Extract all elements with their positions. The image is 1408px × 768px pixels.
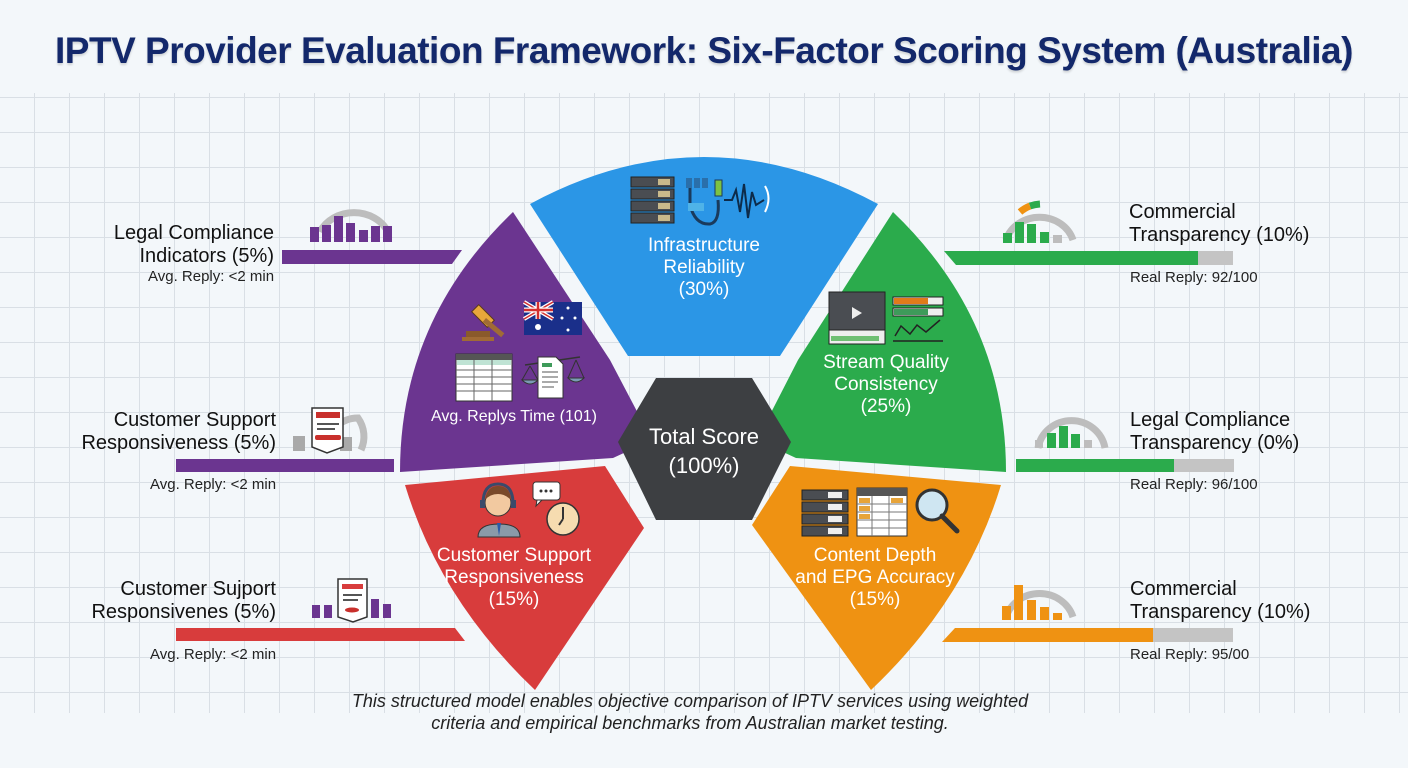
scales-document-icon xyxy=(520,356,586,399)
left-item-2-label: Customer Support Responsiveness (5%) xyxy=(81,409,276,454)
segment-stream-label: Stream Quality Consistency (25%) xyxy=(823,352,949,417)
right-item-2-label: Legal Compliance Transparency (0%) xyxy=(1130,409,1300,454)
australia-flag-icon xyxy=(522,300,582,335)
gauge-chart-icon xyxy=(310,209,392,242)
segment-legal xyxy=(400,212,652,472)
total-score-label: Total Score (100%) xyxy=(648,424,760,478)
progress-bars-icon xyxy=(892,296,944,317)
left-item-1-label: Legal Compliance Indicators (5%) xyxy=(113,222,274,267)
server-stack-icon xyxy=(801,489,849,537)
right-item-1-label: Commercial Transparency (10%) xyxy=(1129,201,1310,246)
center-hexagon xyxy=(618,378,791,520)
right-bar-2 xyxy=(1016,459,1234,472)
segment-infrastructure xyxy=(530,157,878,356)
right-bar-1 xyxy=(944,251,1233,265)
video-player-icon xyxy=(828,291,886,345)
footer-caption: This structured model enables objective … xyxy=(351,691,1029,733)
cables-icon xyxy=(686,178,723,226)
signal-wave-icon xyxy=(724,183,770,219)
left-item-1-stat: Avg. Reply: <2 min xyxy=(148,268,275,285)
epg-grid-icon xyxy=(856,487,908,537)
left-item-2-stat: Avg. Reply: <2 min xyxy=(150,476,277,493)
clock-icon xyxy=(546,502,580,536)
gavel-icon xyxy=(462,303,505,341)
segment-legal-label: Avg. Replys Time (101) xyxy=(431,408,597,425)
left-bar-2 xyxy=(176,459,394,472)
chat-bubble-icon xyxy=(532,481,561,508)
left-item-3-stat: Avg. Reply: <2 min xyxy=(150,646,277,663)
gauge-chart-icon xyxy=(1002,585,1077,620)
right-item-1-stat: Real Reply: 92/100 xyxy=(1130,269,1258,286)
right-bar-3 xyxy=(942,628,1233,642)
table-icon xyxy=(455,353,513,402)
page-title: IPTV Provider Evaluation Framework: Six-… xyxy=(55,30,1353,71)
certificate-bars-icon xyxy=(312,578,391,623)
magnifier-icon xyxy=(915,488,960,534)
right-item-3-stat: Real Reply: 95/00 xyxy=(1130,646,1250,663)
right-item-3-label: Commercial Transparency (10%) xyxy=(1130,578,1311,623)
left-bar-1 xyxy=(282,250,462,264)
segment-infrastructure-label: Infrastructure Reliability (30%) xyxy=(648,235,760,300)
left-item-3-label: Customer Sujport Responsivenes (5%) xyxy=(91,578,276,623)
line-chart-icon xyxy=(893,319,943,342)
right-item-2-stat: Real Reply: 96/100 xyxy=(1130,476,1258,493)
certificate-gauge-icon xyxy=(293,407,368,454)
gauge-chart-icon xyxy=(1034,417,1109,449)
segment-support-label: Customer Support Responsiveness (15%) xyxy=(436,545,592,610)
left-bar-3 xyxy=(176,628,465,641)
server-rack-icon xyxy=(630,176,675,224)
segment-content-label: Content Depth and EPG Accuracy (15%) xyxy=(795,545,955,610)
gauge-chart-icon xyxy=(1002,200,1077,243)
segment-support xyxy=(405,466,644,690)
agent-headset-icon xyxy=(477,482,521,538)
